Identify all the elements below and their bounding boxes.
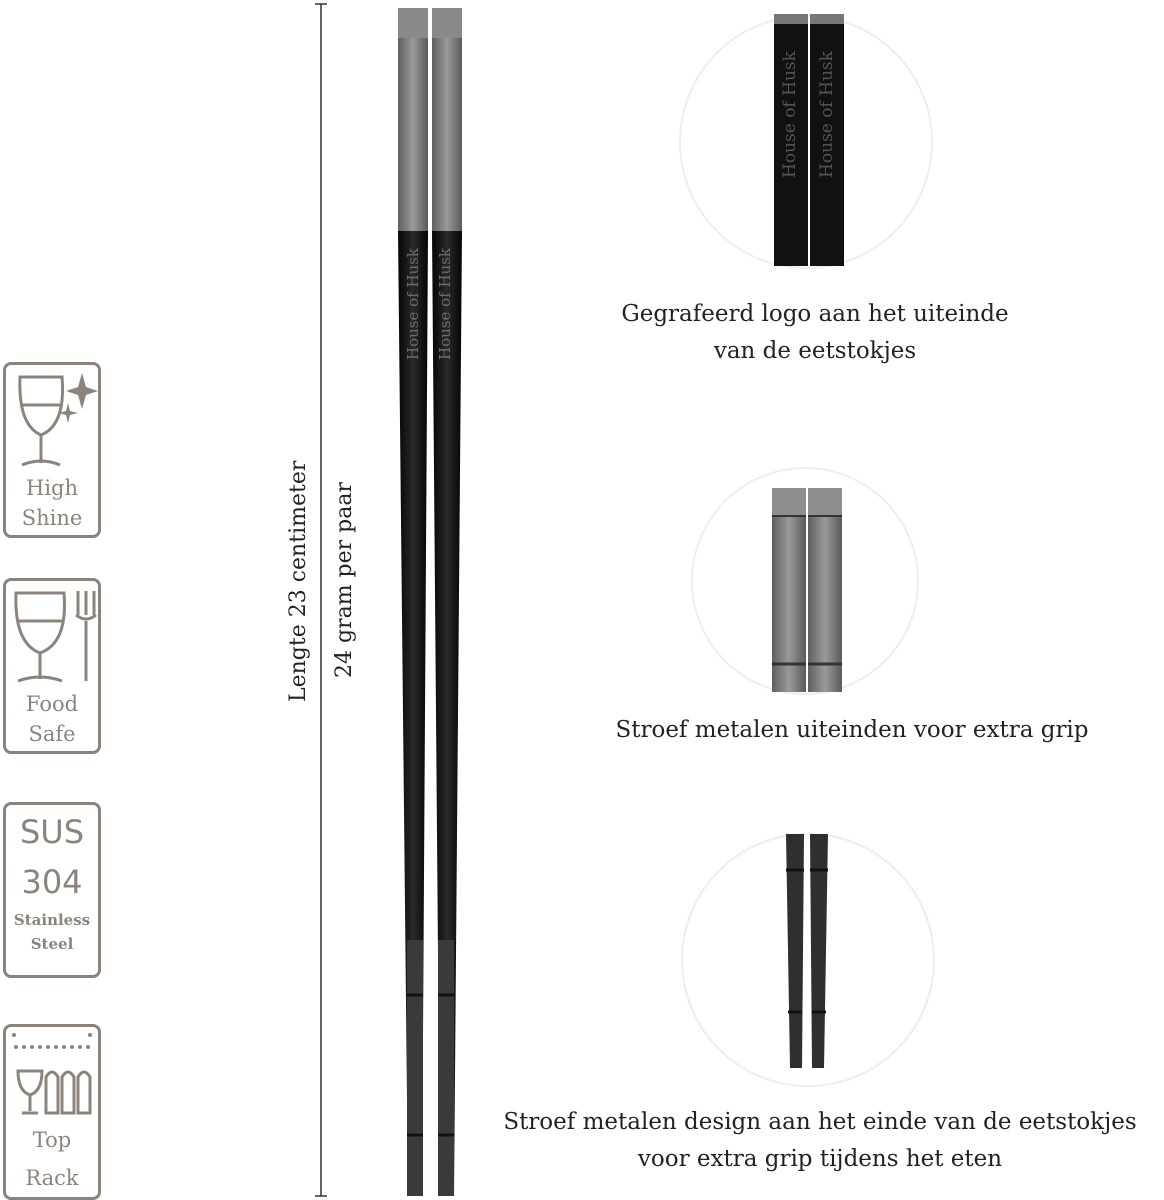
stainless-label: Stainless: [13, 911, 91, 929]
wineglass-fork-icon: [14, 591, 97, 683]
badge-text-line2: Safe: [28, 722, 76, 746]
sus-label: SUS: [19, 813, 85, 851]
steel-label: Steel: [30, 935, 74, 953]
feature-caption-logo: Gegrafeerd logo aan het uiteinde van de …: [560, 296, 1070, 370]
svg-text:House of Husk: House of Husk: [404, 247, 422, 360]
badge-text-line2: Rack: [25, 1166, 79, 1190]
feature-caption-grip: Stroef metalen design aan het einde van …: [476, 1104, 1164, 1178]
caption-line: van de eetstokjes: [713, 338, 917, 364]
caption-line: Stroef metalen design aan het einde van …: [503, 1109, 1137, 1135]
food-safe-badge: Food Safe: [3, 578, 101, 754]
length-measure-line: [315, 3, 327, 1197]
sus304-badge: SUS 304 Stainless Steel: [3, 802, 101, 978]
svg-text:House of Husk: House of Husk: [817, 50, 837, 178]
chopsticks-main-image: House of Husk House of Husk: [398, 8, 462, 1196]
dishwasher-top-rack-icon: [12, 1033, 92, 1115]
svg-text:House of Husk: House of Husk: [780, 50, 800, 178]
badge-text-line1: Food: [25, 692, 79, 716]
feature-caption-tips: Stroef metalen uiteinden voor extra grip: [560, 712, 1144, 749]
caption-line: voor extra grip tijdens het eten: [637, 1146, 1003, 1172]
top-rack-badge: Top Rack: [3, 1024, 101, 1200]
caption-line: Gegrafeerd logo aan het uiteinde: [621, 301, 1009, 327]
caption-line: Stroef metalen uiteinden voor extra grip: [615, 717, 1089, 743]
weight-label: 24 gram per paar: [332, 481, 357, 678]
grip-design-detail-image: [681, 833, 935, 1087]
high-shine-badge: High Shine: [3, 362, 101, 538]
metal-tips-detail-image: [691, 467, 919, 695]
badge-text-line2: Shine: [21, 506, 83, 530]
engraved-logo-detail-image: House of Husk House of Husk: [679, 14, 933, 269]
svg-text:House of Husk: House of Husk: [436, 247, 454, 360]
badge-text-line1: Top: [32, 1128, 72, 1152]
badge-text-line1: High: [26, 476, 78, 500]
length-label: Lengte 23 centimeter: [286, 460, 311, 702]
grade-label: 304: [21, 863, 83, 901]
sparkling-wineglass-icon: [18, 373, 98, 467]
